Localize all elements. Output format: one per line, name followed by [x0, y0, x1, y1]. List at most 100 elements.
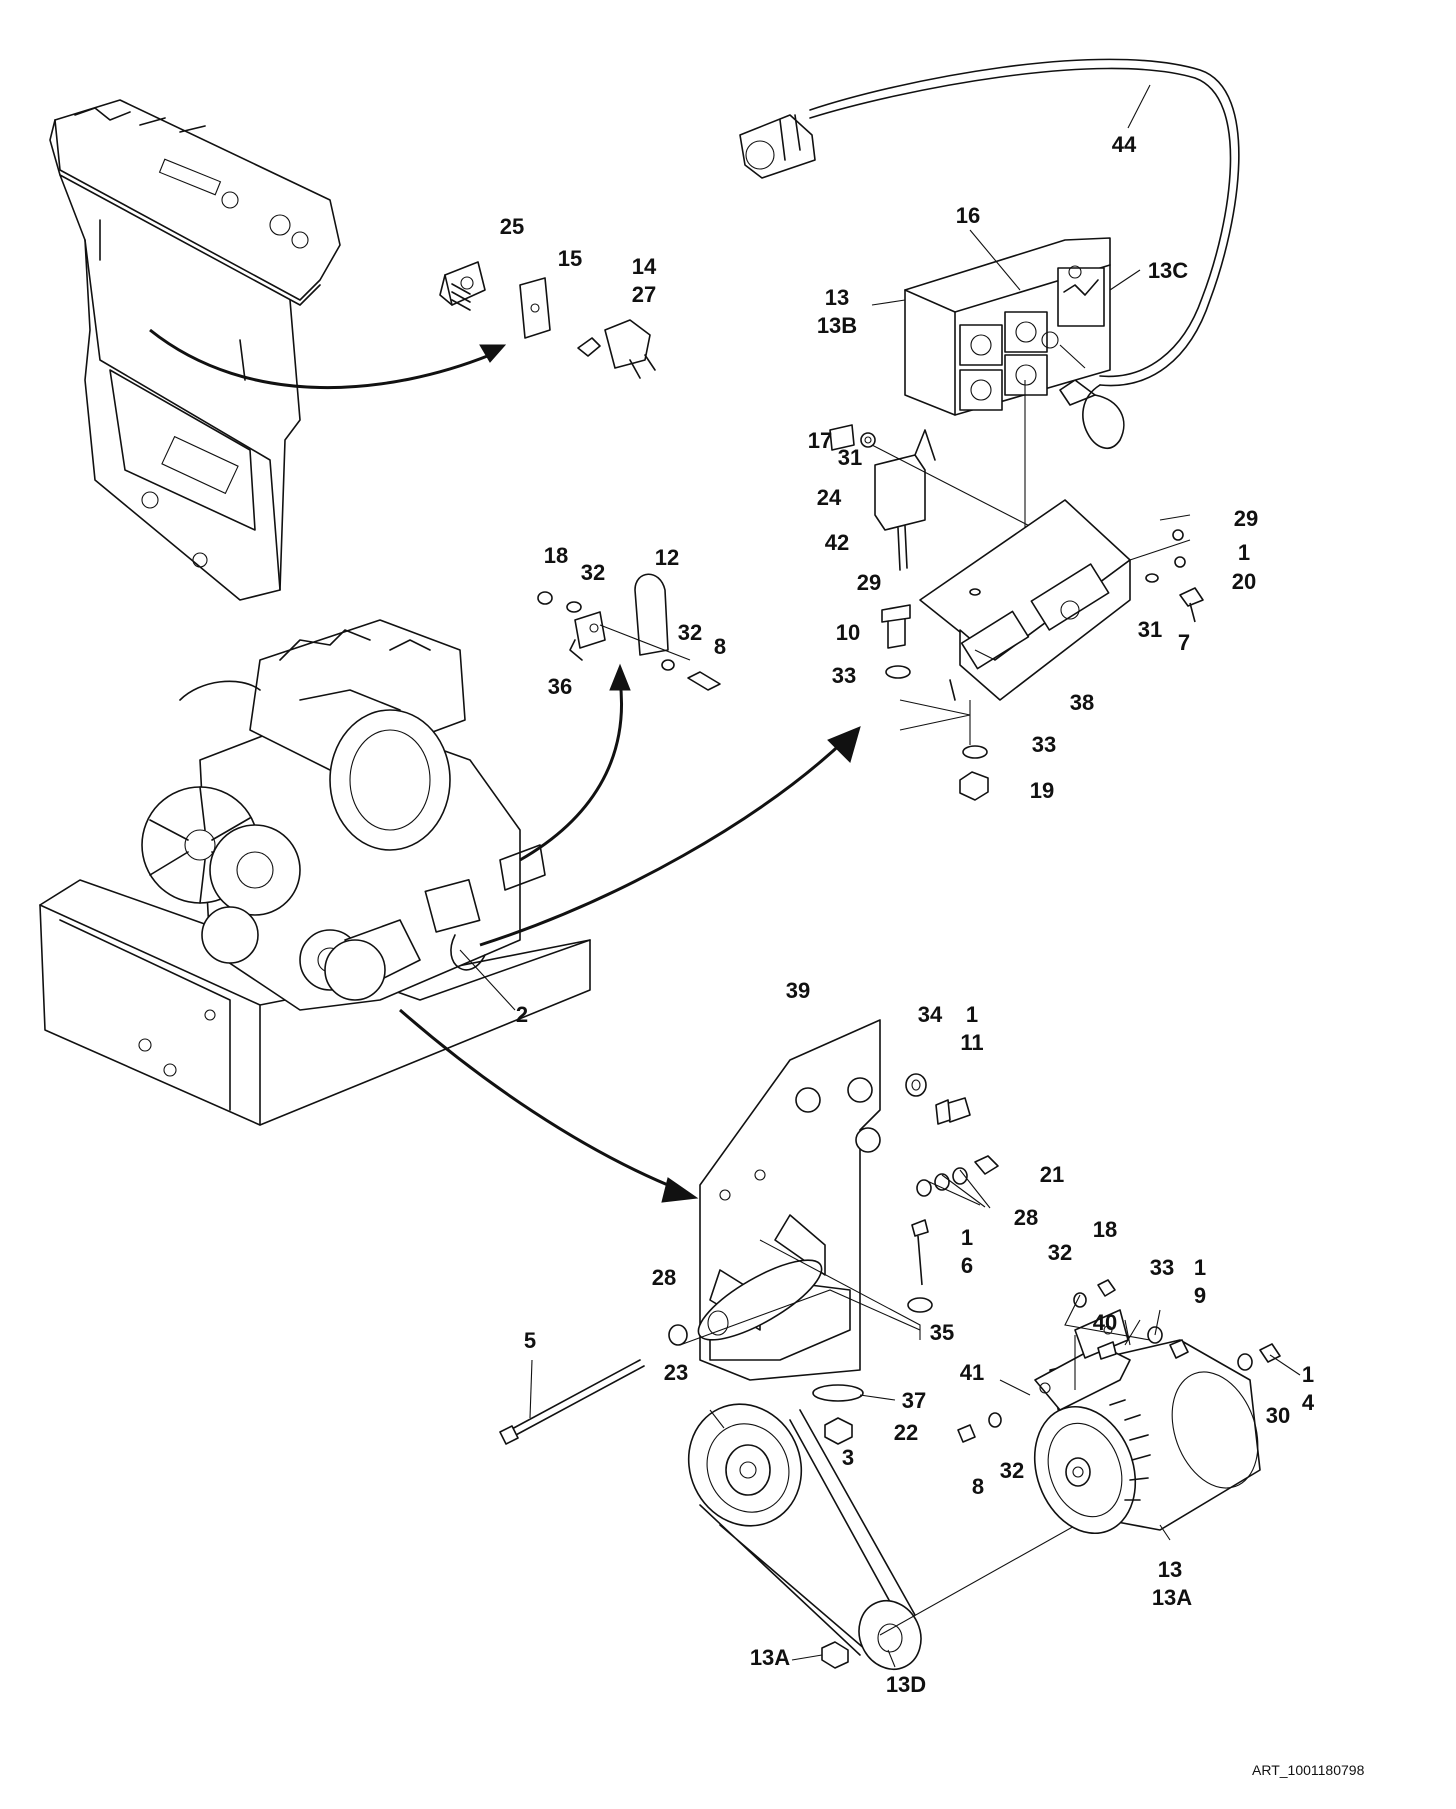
label-1: 1 — [1194, 1255, 1206, 1280]
label-25: 25 — [500, 214, 524, 239]
label-32: 32 — [678, 620, 702, 645]
label-15: 15 — [558, 246, 582, 271]
leader-2 — [459, 949, 516, 1011]
control-panel-housing — [49, 99, 341, 601]
label-1: 1 — [966, 1002, 978, 1027]
label-42: 42 — [825, 530, 849, 555]
outlet-box — [904, 237, 1111, 416]
label-14: 14 — [632, 254, 657, 279]
relay-24 — [829, 424, 936, 571]
label-22: 22 — [894, 1420, 918, 1445]
label-1: 1 — [961, 1225, 973, 1250]
label-16: 16 — [956, 203, 980, 228]
guides-40 — [1074, 1319, 1141, 1390]
pulley-belt — [687, 1403, 922, 1670]
engine-frame-assembly — [39, 619, 591, 1126]
leader-1-4 — [1269, 1354, 1301, 1376]
label-38: 38 — [1070, 690, 1094, 715]
label-40: 40 — [1093, 1310, 1117, 1335]
part-labels: 44 16 13C 13 13B 25 15 14 27 17 31 24 42… — [500, 132, 1315, 1697]
alternator — [1033, 1309, 1261, 1535]
label-29: 29 — [1234, 506, 1258, 531]
label-9: 9 — [1194, 1283, 1206, 1308]
leader-44 — [1127, 84, 1151, 129]
label-35: 35 — [930, 1320, 954, 1345]
label-12: 12 — [655, 545, 679, 570]
leader-23 — [709, 1409, 725, 1429]
bracket-hardware — [881, 529, 1204, 801]
guide-6 — [759, 1239, 921, 1340]
label-4: 4 — [1302, 1390, 1315, 1415]
label-13: 13 — [1158, 1557, 1182, 1582]
label-28: 28 — [1014, 1205, 1038, 1230]
label-17: 17 — [808, 428, 832, 453]
label-33: 33 — [1150, 1255, 1174, 1280]
leader-41 — [999, 1379, 1031, 1396]
art-id: ART_1001180798 — [1252, 1762, 1365, 1778]
label-28: 28 — [652, 1265, 676, 1290]
label-44: 44 — [1112, 132, 1137, 157]
label-6: 6 — [961, 1253, 973, 1278]
label-7: 7 — [1178, 630, 1190, 655]
leader-33c — [1154, 1309, 1161, 1336]
clip-12 — [537, 573, 721, 691]
guide-clip — [599, 624, 691, 661]
leader-16 — [969, 229, 1021, 291]
label-39: 39 — [786, 978, 810, 1003]
leader-13 — [871, 299, 906, 306]
label-37: 37 — [902, 1388, 926, 1413]
label-10: 10 — [836, 620, 860, 645]
leader-13-bottom — [1159, 1524, 1171, 1541]
label-21: 21 — [1040, 1162, 1064, 1187]
label-13: 13 — [825, 285, 849, 310]
label-13b: 13B — [817, 313, 857, 338]
label-8: 8 — [714, 634, 726, 659]
label-34: 34 — [918, 1002, 943, 1027]
bracket-38 — [919, 499, 1131, 701]
label-13d: 13D — [886, 1672, 926, 1697]
label-18: 18 — [544, 543, 568, 568]
label-13c: 13C — [1148, 258, 1188, 283]
label-13a: 13A — [1152, 1585, 1192, 1610]
label-27: 27 — [632, 282, 656, 307]
plate-hardware — [668, 1073, 999, 1445]
label-30: 30 — [1266, 1403, 1290, 1428]
label-20: 20 — [1232, 569, 1256, 594]
label-29: 29 — [857, 570, 881, 595]
label-2: 2 — [516, 1002, 528, 1027]
label-23: 23 — [664, 1360, 688, 1385]
label-3: 3 — [842, 1445, 854, 1470]
label-36: 36 — [548, 674, 572, 699]
label-8: 8 — [972, 1474, 984, 1499]
label-31: 31 — [1138, 617, 1162, 642]
guide-pulley-alternator — [879, 1519, 1086, 1636]
callout-arrow-housing — [149, 328, 491, 389]
label-32: 32 — [1000, 1458, 1024, 1483]
label-41: 41 — [960, 1360, 984, 1385]
label-24: 24 — [817, 485, 842, 510]
key-switch-parts — [439, 261, 656, 379]
callout-arrow-clip — [519, 679, 623, 862]
mount-plate-39 — [697, 1019, 881, 1381]
label-31: 31 — [838, 445, 862, 470]
guide-32-18 — [1064, 1294, 1151, 1341]
leader-13a-nut — [791, 1654, 823, 1661]
label-18: 18 — [1093, 1217, 1117, 1242]
label-19: 19 — [1030, 778, 1054, 803]
long-bolt-5 — [499, 1359, 645, 1445]
leader-37 — [859, 1394, 896, 1401]
leader-13d — [887, 1649, 896, 1668]
alternator-hardware — [957, 1279, 1281, 1443]
callout-arrow-bracket — [479, 738, 847, 947]
label-32: 32 — [1048, 1240, 1072, 1265]
leaders-28 — [924, 1169, 991, 1209]
label-33: 33 — [1032, 732, 1056, 757]
callout-arrow-alternator — [399, 1008, 681, 1192]
label-1: 1 — [1238, 540, 1250, 565]
leaders-29-1-20 — [1129, 514, 1191, 561]
label-32: 32 — [581, 560, 605, 585]
leader-38 — [974, 649, 996, 661]
leader-33-bracket — [899, 699, 971, 731]
label-1: 1 — [1302, 1362, 1314, 1387]
